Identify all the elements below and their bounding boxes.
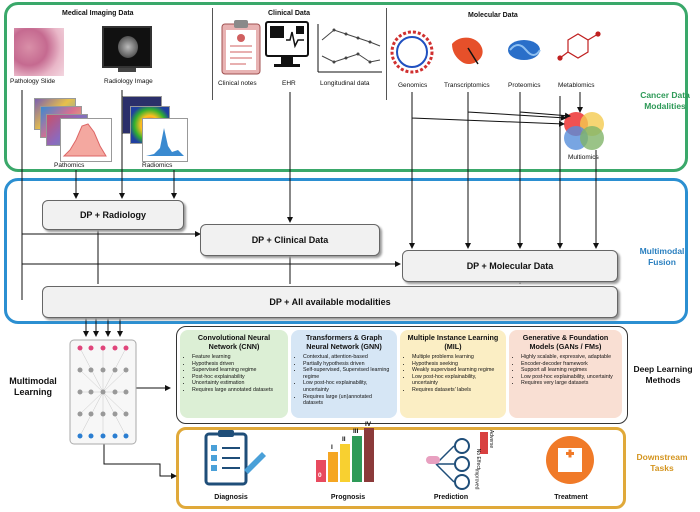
method-bullet: Hypothesis driven bbox=[192, 361, 284, 368]
radiology-image-label: Radiology Image bbox=[104, 78, 153, 85]
method-cnn-list: Feature learning Hypothesis driven Super… bbox=[184, 354, 284, 394]
method-bullet: Support all learning regimes bbox=[521, 367, 618, 374]
clipboard-icon bbox=[221, 20, 261, 75]
radiology-monitor bbox=[102, 26, 152, 68]
method-bullet: Supervised learning regime bbox=[192, 367, 284, 374]
stage-label: II bbox=[342, 436, 346, 443]
pathomics-chart bbox=[62, 123, 107, 157]
method-mil-list: Multiple problems learning Hypothesis se… bbox=[404, 354, 502, 394]
pathology-slide-image bbox=[14, 28, 64, 76]
method-bullet: Highly scalable, expressive, adaptable bbox=[521, 354, 618, 361]
dp-radiology-box: DP + Radiology bbox=[42, 200, 184, 230]
stage-label: IV bbox=[365, 421, 372, 428]
method-bullet: Requires large (un)annotated datasets bbox=[303, 394, 393, 407]
method-bullet: Encoder-decoder framework bbox=[521, 361, 618, 368]
method-generative-title: Generative & Foundation Models (GANs / F… bbox=[522, 333, 609, 351]
method-transformers-title: Transformers & Graph Neural Network (GNN… bbox=[305, 333, 383, 351]
dp-all-box: DP + All available modalities bbox=[42, 286, 618, 318]
radiology-monitor-stand bbox=[118, 68, 136, 72]
molecular-header: Molecular Data bbox=[468, 12, 518, 19]
divider-1 bbox=[212, 8, 213, 100]
method-transformers-list: Contextual, attention-based Partially hy… bbox=[295, 354, 393, 407]
multiomics-label: Multiomics bbox=[568, 154, 599, 161]
method-bullet: Self-supervised, Supervised learning reg… bbox=[303, 367, 393, 380]
dp-molecular-box: DP + Molecular Data bbox=[402, 250, 618, 282]
method-bullet: Uncertainty estimation bbox=[192, 380, 284, 387]
method-generative-list: Highly scalable, expressive, adaptable E… bbox=[513, 354, 618, 387]
diagnosis-label: Diagnosis bbox=[214, 494, 248, 501]
dp-clinical-box: DP + Clinical Data bbox=[200, 224, 380, 256]
method-cnn-title: Convolutional Neural Network (CNN) bbox=[197, 333, 271, 351]
metabolomics-label: Metablomics bbox=[558, 82, 595, 89]
rna-icon bbox=[452, 37, 483, 65]
radiomics-chart bbox=[146, 128, 184, 156]
method-bullet: Feature learning bbox=[192, 354, 284, 361]
transcriptomics-label: Transcriptomics bbox=[444, 82, 490, 89]
medical-imaging-header: Medical Imaging Data bbox=[62, 10, 134, 17]
method-bullet: Weakly supervised learning regime bbox=[412, 367, 502, 374]
downstream-title: Downstream Tasks bbox=[636, 452, 688, 473]
stage-label: III bbox=[353, 428, 359, 435]
method-bullet: Requires datasets' labels bbox=[412, 387, 502, 394]
stage-label: I bbox=[331, 444, 333, 451]
response-adverse: Adverse bbox=[488, 429, 495, 449]
molecule-icon bbox=[557, 31, 601, 61]
neural-network-icon bbox=[69, 339, 137, 445]
pills-icon bbox=[426, 432, 488, 490]
pathomics-label: Pathomics bbox=[54, 162, 85, 169]
multimodal-learning-title: Multimodal Learning bbox=[9, 376, 57, 397]
method-mil-title: Multiple Instance Learning (MIL) bbox=[407, 333, 499, 351]
method-mil: Multiple Instance Learning (MIL) Multipl… bbox=[400, 330, 506, 418]
ehr-label: EHR bbox=[282, 80, 296, 87]
method-cnn: Convolutional Neural Network (CNN) Featu… bbox=[180, 330, 288, 418]
protein-icon bbox=[508, 40, 541, 60]
method-bullet: Low post-hoc explainability, uncertainty bbox=[412, 374, 502, 387]
proteomics-label: Proteomics bbox=[508, 82, 541, 89]
downstream-panel bbox=[176, 427, 626, 509]
line-chart-icon bbox=[317, 24, 382, 73]
prognosis-label: Prognosis bbox=[330, 494, 366, 501]
method-bullet: Requires large annotated datasets bbox=[192, 387, 284, 394]
method-generative: Generative & Foundation Models (GANs / F… bbox=[509, 330, 622, 418]
response-no-effect: No Effect bbox=[475, 448, 482, 470]
fusion-panel bbox=[4, 178, 688, 324]
method-bullet: Hypothesis seeking bbox=[412, 361, 502, 368]
method-bullet: Contextual, attention-based bbox=[303, 354, 393, 361]
deep-learning-title: Deep Learning Methods bbox=[633, 364, 693, 385]
method-bullet: Partially hypothesis driven bbox=[303, 361, 393, 368]
method-transformers: Transformers & Graph Neural Network (GNN… bbox=[291, 330, 397, 418]
fusion-title: Multimodal Fusion bbox=[639, 246, 685, 267]
treatment-label: Treatment bbox=[554, 494, 588, 501]
methods-container bbox=[176, 326, 628, 424]
genomics-label: Genomics bbox=[398, 82, 428, 89]
method-bullet: Low post-hoc explainability, uncertainty bbox=[521, 374, 618, 381]
method-bullet: Requires very large datasets bbox=[521, 380, 618, 387]
longitudinal-label: Longitudinal data bbox=[320, 80, 370, 87]
clinical-notes-label: Clinical notes bbox=[218, 80, 257, 87]
response-improved: Improved bbox=[473, 468, 480, 490]
stage-label: 0 bbox=[318, 472, 322, 479]
radiomics-label: Radiomics bbox=[142, 162, 173, 169]
modalities-title: Cancer Data Modalities bbox=[640, 90, 690, 111]
method-bullet: Low post-hoc explainability, uncertainty bbox=[303, 380, 393, 393]
method-bullet: Post-hoc explainability bbox=[192, 374, 284, 381]
ehr-monitor-icon bbox=[265, 21, 309, 67]
bar-stages-icon bbox=[316, 428, 374, 482]
method-bullet: Multiple problems learning bbox=[412, 354, 502, 361]
venn-icon bbox=[564, 112, 604, 150]
prediction-label: Prediction bbox=[433, 494, 469, 501]
clinical-header: Clinical Data bbox=[268, 10, 311, 17]
dna-icon bbox=[390, 30, 434, 74]
checklist-icon bbox=[204, 430, 266, 486]
hospital-icon bbox=[546, 436, 594, 484]
pathology-slide-label: Pathology Slide bbox=[10, 78, 56, 85]
divider-2 bbox=[386, 8, 387, 100]
